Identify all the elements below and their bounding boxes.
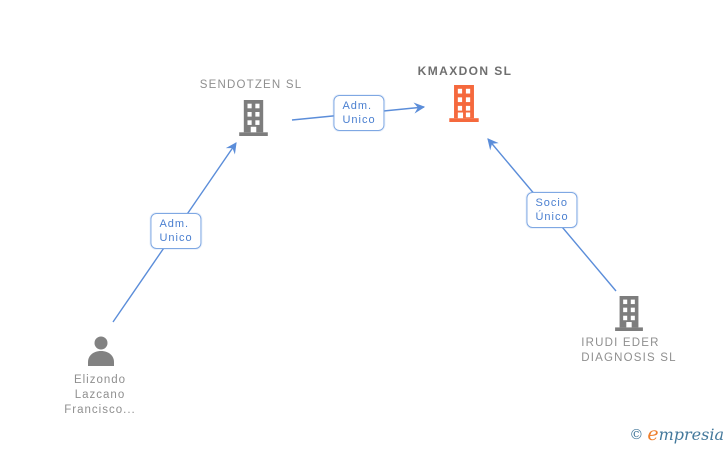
- node-label-kmaxdon: KMAXDON SL: [417, 64, 513, 78]
- brand-initial: e: [647, 423, 659, 445]
- node-label-irudi: IRUDI EDER DIAGNOSIS SL: [581, 336, 677, 366]
- node-label-sendotzen: SENDOTZEN SL: [199, 79, 303, 91]
- brand-rest: mpresia: [658, 425, 724, 444]
- person-icon: [88, 336, 114, 366]
- edge-label-socio-unico: Socio Único: [526, 192, 578, 228]
- node-sendotzen[interactable]: [237, 100, 270, 136]
- label-line: Lazcano: [74, 389, 126, 401]
- node-person[interactable]: [87, 336, 115, 366]
- node-kmaxdon[interactable]: [447, 85, 481, 122]
- edge-label-line: Único: [535, 211, 569, 223]
- edge-label-line: Adm.: [342, 100, 373, 112]
- label-line: Francisco...: [64, 404, 136, 416]
- edge-label-line: Socio: [535, 197, 568, 209]
- edge-label-line: Adm.: [159, 218, 190, 230]
- empresia-logo: ©empresia: [629, 423, 724, 445]
- copyright-symbol: ©: [629, 427, 644, 443]
- edge-label-adm-unico-top: Adm. Unico: [333, 95, 385, 131]
- label-line: DIAGNOSIS SL: [581, 352, 677, 364]
- edge-label-adm-unico-left: Adm. Unico: [150, 213, 202, 249]
- edge-label-line: Unico: [342, 114, 376, 126]
- building-icon: [615, 296, 643, 331]
- node-label-person: Elizondo Lazcano Francisco...: [64, 373, 135, 418]
- edge-label-line: Unico: [159, 232, 193, 244]
- label-line: Elizondo: [73, 374, 127, 386]
- building-icon: [239, 100, 268, 136]
- building-icon: [449, 85, 479, 122]
- label-line: IRUDI EDER: [581, 337, 660, 349]
- node-irudi[interactable]: [614, 296, 644, 331]
